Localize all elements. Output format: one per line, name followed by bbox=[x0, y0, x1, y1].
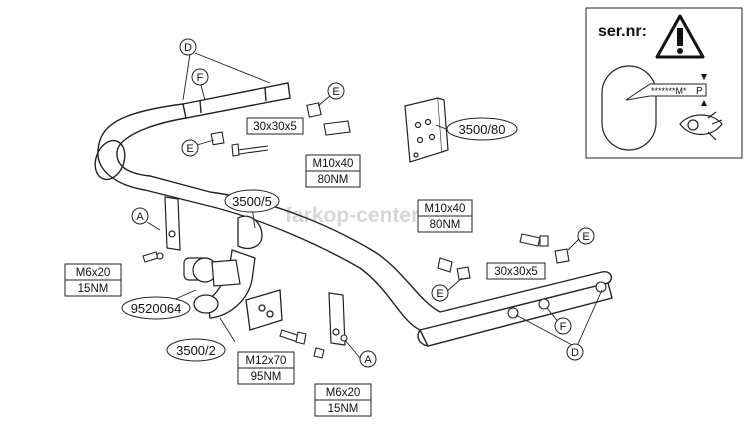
svg-text:30x30x5: 30x30x5 bbox=[494, 266, 537, 278]
svg-text:9520064: 9520064 bbox=[131, 301, 182, 316]
part-label-9520064: 9520064 bbox=[121, 296, 191, 320]
callout-e-right-low: E bbox=[431, 284, 449, 302]
spec-washer-right: 30x30x5 bbox=[486, 262, 546, 280]
bracket-3500-80 bbox=[404, 97, 449, 163]
svg-text:E: E bbox=[186, 143, 193, 155]
callout-e-top-right: E bbox=[327, 82, 345, 100]
bolt-set bbox=[142, 102, 607, 359]
socket-assembly bbox=[183, 257, 241, 287]
part-label-3500-5: 3500/5 bbox=[224, 189, 280, 213]
svg-text:M12x70: M12x70 bbox=[246, 355, 287, 367]
svg-text:D: D bbox=[184, 42, 192, 54]
serial-code-suffix: P bbox=[696, 86, 703, 97]
svg-text:E: E bbox=[582, 231, 589, 243]
callout-a-left: A bbox=[131, 207, 149, 225]
ball-neck bbox=[193, 215, 283, 331]
watermark-text: farkop-center.ru bbox=[285, 204, 445, 227]
spec-bolt-right: M10x40 80NM bbox=[417, 199, 473, 233]
spec-bolt-bottom: M6x20 15NM bbox=[314, 383, 372, 417]
svg-text:M6x20: M6x20 bbox=[326, 387, 361, 399]
svg-text:F: F bbox=[560, 321, 567, 333]
serial-code: *******M* bbox=[651, 86, 687, 96]
svg-text:30x30x5: 30x30x5 bbox=[253, 121, 296, 133]
svg-text:M10x40: M10x40 bbox=[313, 158, 354, 170]
spec-bolt-top: M10x40 80NM bbox=[305, 154, 361, 188]
part-label-3500-2: 3500/2 bbox=[166, 338, 226, 362]
leader-lines bbox=[146, 52, 603, 359]
svg-text:A: A bbox=[364, 354, 372, 366]
serial-title: ser.nr: bbox=[598, 23, 647, 40]
svg-text:D: D bbox=[571, 347, 579, 359]
callout-d-top: D bbox=[179, 38, 197, 56]
arrow-icon bbox=[701, 74, 707, 106]
mount-plate-bottom bbox=[328, 292, 346, 346]
svg-text:E: E bbox=[436, 288, 443, 300]
spec-bolt-left: M6x20 15NM bbox=[64, 263, 122, 297]
svg-text:15NM: 15NM bbox=[328, 403, 359, 415]
eye-icon bbox=[679, 111, 723, 141]
callout-e-right: E bbox=[577, 227, 595, 245]
svg-text:A: A bbox=[136, 211, 144, 223]
plate-icon bbox=[601, 65, 707, 151]
spec-washer-top: 30x30x5 bbox=[246, 117, 304, 135]
svg-text:95NM: 95NM bbox=[251, 371, 282, 383]
mount-plate-left bbox=[164, 196, 181, 251]
svg-text:80NM: 80NM bbox=[318, 174, 349, 186]
part-label-3500-80: 3500/80 bbox=[446, 117, 518, 141]
svg-text:3500/2: 3500/2 bbox=[176, 343, 216, 358]
svg-text:M6x20: M6x20 bbox=[76, 267, 111, 279]
callout-d-right: D bbox=[566, 343, 584, 361]
svg-text:80NM: 80NM bbox=[430, 219, 461, 231]
callout-f-right: F bbox=[554, 317, 572, 335]
warning-icon bbox=[655, 14, 705, 59]
svg-text:F: F bbox=[197, 72, 204, 84]
svg-text:3500/5: 3500/5 bbox=[232, 194, 272, 209]
svg-text:3500/80: 3500/80 bbox=[459, 122, 506, 137]
svg-text:M10x40: M10x40 bbox=[425, 203, 466, 215]
svg-text:15NM: 15NM bbox=[78, 283, 109, 295]
svg-text:E: E bbox=[332, 86, 339, 98]
spec-ball-bolt: M12x70 95NM bbox=[237, 351, 295, 385]
callout-a-bottom: A bbox=[359, 350, 377, 368]
serial-number-panel: ser.nr: *******M* P bbox=[585, 7, 743, 159]
callout-f-top: F bbox=[191, 68, 209, 86]
callout-e-top-left: E bbox=[181, 139, 199, 157]
